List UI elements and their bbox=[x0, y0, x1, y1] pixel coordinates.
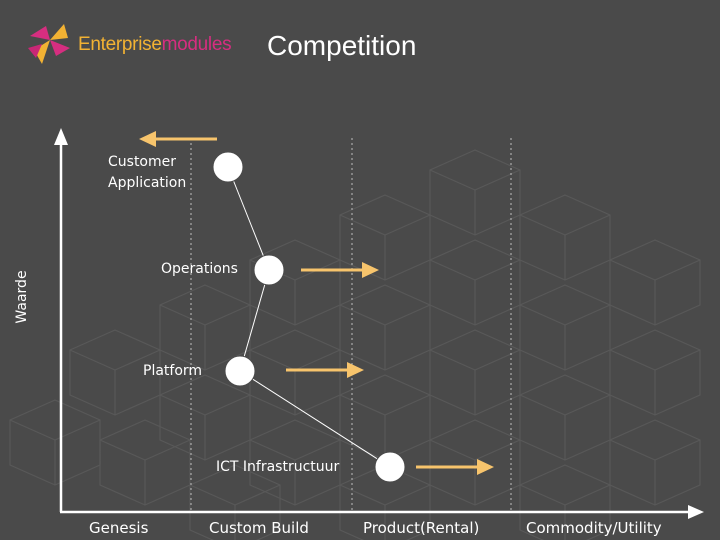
axes bbox=[59, 140, 690, 514]
page-title: Competition bbox=[267, 30, 417, 61]
arrow-left-customer-application bbox=[139, 131, 217, 147]
brand-logo: Enterprisemodules bbox=[24, 18, 232, 70]
x-category-product-rental: Product(Rental) bbox=[363, 519, 480, 537]
component-nodes bbox=[212, 151, 406, 483]
x-category-custom-build: Custom Build bbox=[209, 519, 309, 537]
value-chain-links bbox=[227, 166, 391, 468]
brand-name-part2: modules bbox=[161, 34, 232, 55]
node-ict-infrastructure bbox=[374, 451, 406, 483]
node-operations bbox=[253, 254, 285, 286]
node-platform bbox=[224, 355, 256, 387]
brand-name-part1: Enterprise bbox=[78, 34, 162, 55]
x-category-genesis: Genesis bbox=[89, 519, 149, 537]
y-axis-label: Waarde bbox=[14, 270, 30, 324]
node-customer-application bbox=[212, 151, 244, 183]
y-axis-arrowhead bbox=[54, 128, 68, 145]
x-axis-arrowhead bbox=[688, 505, 704, 519]
evolution-stage-dividers bbox=[190, 138, 512, 512]
background-cube-pattern bbox=[9, 149, 701, 540]
node-label-operations: Operations bbox=[161, 261, 238, 277]
link-customer-operations bbox=[227, 166, 270, 271]
movement-arrows bbox=[139, 131, 494, 475]
arrow-right-operations bbox=[301, 262, 379, 278]
node-label-ict-infrastructure: ICT Infrastructuur bbox=[216, 459, 340, 475]
arrow-right-platform bbox=[286, 362, 364, 378]
node-label-customer-application: Customer Application bbox=[108, 154, 187, 191]
brand-name: Enterprisemodules bbox=[78, 34, 232, 56]
brand-logo-icon bbox=[28, 24, 70, 64]
arrow-right-ict-infrastructure bbox=[416, 459, 494, 475]
link-platform-ict bbox=[239, 370, 391, 468]
link-operations-platform bbox=[239, 269, 270, 372]
x-category-commodity-utility: Commodity/Utility bbox=[526, 519, 662, 537]
node-label-platform: Platform bbox=[143, 363, 203, 379]
